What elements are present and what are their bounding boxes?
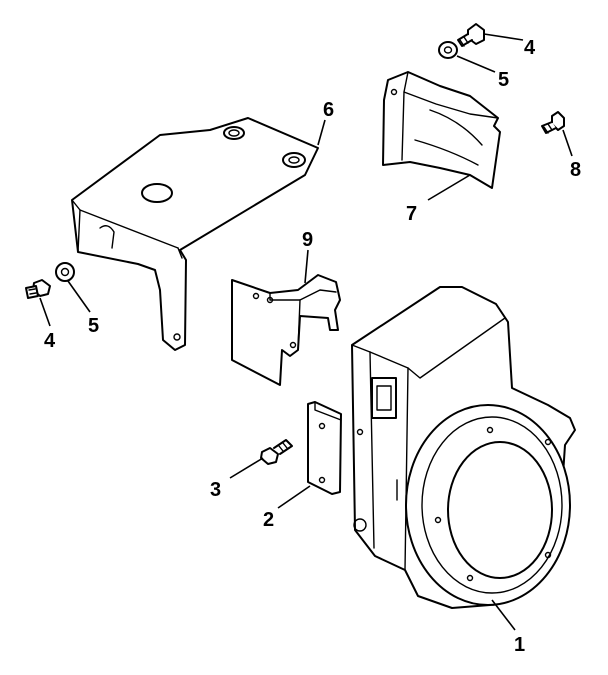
callout-5-left: 5 bbox=[88, 315, 99, 337]
screw-part-4-left bbox=[25, 279, 51, 299]
washer-part-5-top bbox=[438, 41, 458, 59]
blower-housing-part-1 bbox=[351, 286, 576, 609]
callout-7: 7 bbox=[406, 203, 417, 225]
callout-1: 1 bbox=[514, 634, 525, 656]
callout-8: 8 bbox=[570, 159, 581, 181]
callout-5-top: 5 bbox=[498, 69, 509, 91]
screw-part-8 bbox=[541, 111, 565, 134]
callout-9: 9 bbox=[302, 229, 313, 251]
plate-part-2 bbox=[307, 401, 342, 495]
callout-4-left: 4 bbox=[44, 330, 56, 352]
bracket-part-6 bbox=[71, 117, 319, 351]
callout-4-top: 4 bbox=[524, 37, 536, 59]
callout-3: 3 bbox=[210, 479, 221, 501]
air-baffle-part-7 bbox=[382, 71, 501, 189]
screw-part-4-top bbox=[457, 23, 485, 47]
screw-part-3 bbox=[260, 439, 293, 465]
washer-part-5-left bbox=[55, 262, 75, 282]
callout-6: 6 bbox=[323, 99, 334, 121]
baffle-part-9 bbox=[231, 274, 341, 386]
callout-2: 2 bbox=[263, 509, 274, 531]
callout-labels: 4 5 8 6 7 9 4 5 3 2 1 bbox=[44, 37, 581, 656]
leader-lines bbox=[39, 33, 573, 631]
